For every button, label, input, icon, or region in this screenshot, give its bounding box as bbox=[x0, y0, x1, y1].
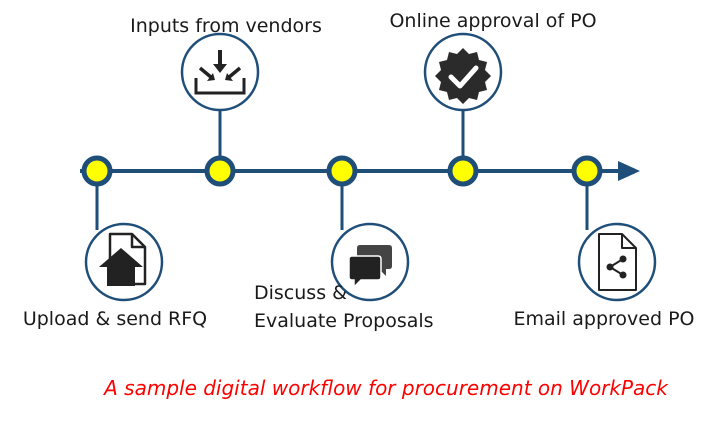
step-label-discuss-line2: Evaluate Proposals bbox=[254, 310, 434, 332]
timeline-node-2 bbox=[204, 155, 236, 187]
step-label-discuss-line1: Discuss & bbox=[254, 282, 347, 304]
timeline-arrowhead bbox=[618, 161, 640, 181]
step-label-upload-rfq: Upload & send RFQ bbox=[23, 308, 207, 330]
timeline-node-3 bbox=[326, 155, 358, 187]
timeline-node-5 bbox=[571, 155, 603, 187]
timeline-node-4 bbox=[447, 155, 479, 187]
upload-document-icon bbox=[84, 222, 164, 302]
chat-bubbles-icon bbox=[330, 222, 410, 302]
step-label-online-approval: Online approval of PO bbox=[389, 10, 596, 32]
step-label-email-po: Email approved PO bbox=[514, 308, 695, 330]
share-document-icon bbox=[577, 222, 657, 302]
step-label-inputs-vendors: Inputs from vendors bbox=[130, 15, 322, 37]
approved-badge-icon bbox=[423, 32, 503, 112]
timeline-node-1 bbox=[81, 155, 113, 187]
diagram-caption: A sample digital workflow for procuremen… bbox=[102, 376, 669, 400]
inbox-download-icon bbox=[180, 32, 260, 112]
